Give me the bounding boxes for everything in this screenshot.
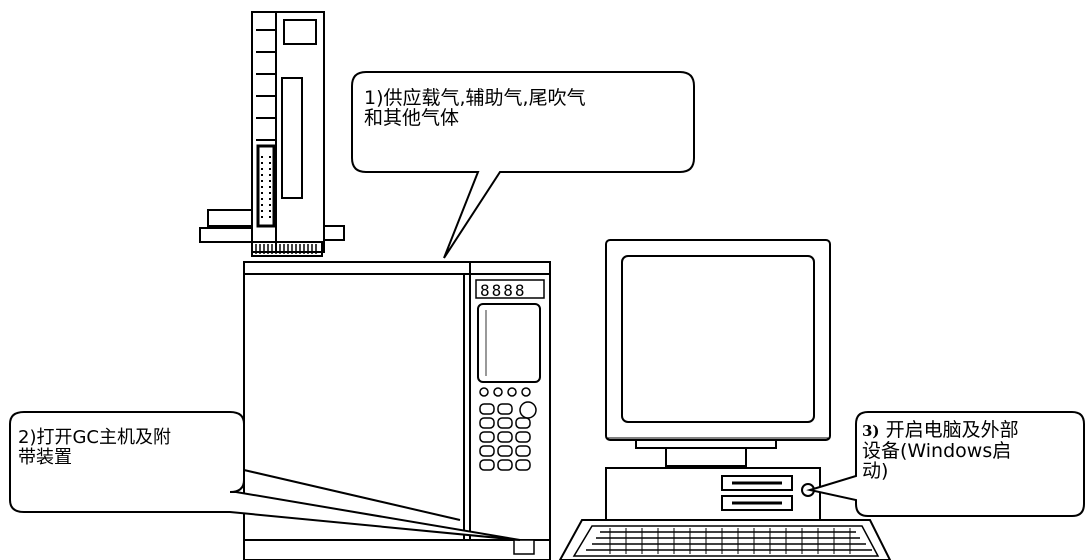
callout-1-bubble	[351, 71, 695, 259]
callout-3-bubble	[806, 411, 1085, 517]
computer-monitor	[605, 239, 831, 467]
autosampler-tower	[199, 11, 345, 257]
gc-panel-led-display: 8888	[480, 281, 527, 300]
callout-3-text: 3) 开启电脑及外部 设备(Windows启 动)	[862, 420, 1084, 481]
callout-1-text: 1)供应载气,辅助气,尾吹气 和其他气体	[364, 87, 586, 129]
keyboard	[558, 519, 892, 560]
callout-2-text: 2)打开GC主机及附 带装置	[18, 427, 171, 468]
gc-control-panel: 8888	[475, 279, 545, 555]
callout-3-number: 3)	[862, 422, 880, 440]
gc-panel-keys	[479, 387, 537, 471]
callout-3-label: 开启电脑及外部 设备(Windows启 动)	[862, 419, 1019, 482]
gc-panel-screen	[477, 303, 541, 383]
callout-2-bubble	[9, 411, 521, 541]
pc-base-unit	[605, 467, 821, 525]
